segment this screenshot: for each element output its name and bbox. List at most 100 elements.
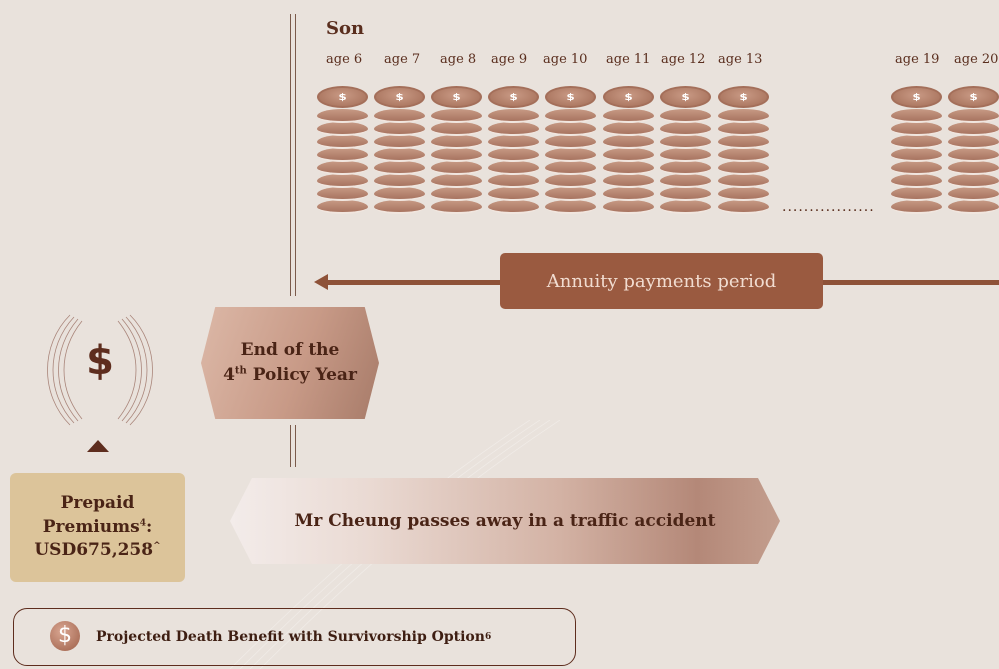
dollar-icon: $	[86, 338, 114, 384]
coin-layer	[374, 174, 425, 188]
coin-top-icon: $	[317, 86, 368, 108]
coin-layer	[718, 200, 769, 214]
coin-layer	[891, 148, 942, 162]
coin-layer	[603, 109, 654, 123]
coin-layer	[374, 200, 425, 214]
milestone-line2: 4th Policy Year	[223, 363, 357, 388]
dollar-swirl-icon: $	[30, 305, 170, 435]
coin-layer	[891, 109, 942, 123]
coin-layer	[317, 174, 368, 188]
coin-layer	[374, 161, 425, 175]
coin-layer	[374, 187, 425, 201]
coin-layer	[660, 109, 711, 123]
age-label: age 7	[384, 52, 421, 67]
coin-layer	[488, 135, 539, 149]
coin-layer	[603, 187, 654, 201]
coin-layer	[545, 174, 596, 188]
prepaid-line2: Premiums4:	[10, 516, 185, 540]
coin-layer	[718, 187, 769, 201]
coin-layer	[545, 148, 596, 162]
coin-layer	[948, 187, 999, 201]
triangle-up-icon	[87, 440, 109, 452]
coin-stack: $	[718, 86, 769, 214]
coin-layer	[545, 135, 596, 149]
coin-layer	[431, 148, 482, 162]
age-label: age 6	[326, 52, 363, 67]
coin-layer	[948, 148, 999, 162]
milestone-ordinal-suffix: th	[234, 365, 247, 377]
coin-layer	[948, 109, 999, 123]
coin-top-icon: $	[374, 86, 425, 108]
timeline-divider-right	[295, 14, 296, 296]
timeline-divider-right-lower	[295, 425, 296, 467]
coin-layer	[603, 148, 654, 162]
coin-stack: $	[317, 86, 368, 214]
coin-layer	[718, 109, 769, 123]
son-heading: Son	[326, 18, 365, 39]
coin-layer	[948, 200, 999, 214]
coin-layer	[317, 122, 368, 136]
coin-layer	[545, 109, 596, 123]
prepaid-amount-line: USD675,258^	[10, 539, 185, 563]
coin-layer	[948, 135, 999, 149]
coin-layer	[603, 200, 654, 214]
coin-layer	[660, 122, 711, 136]
coin-layer	[718, 161, 769, 175]
coin-layer	[603, 174, 654, 188]
coin-top-icon: $	[948, 86, 999, 108]
coin-dollar-glyph: $	[969, 91, 978, 103]
age-label: age 19	[895, 52, 940, 67]
age-label: age 13	[718, 52, 763, 67]
age-label: age 11	[606, 52, 651, 67]
coin-stack: $	[948, 86, 999, 214]
coin-layer	[374, 148, 425, 162]
annuity-period-label: Annuity payments period	[500, 253, 823, 309]
coin-layer	[488, 174, 539, 188]
prepaid-amount: USD675,258	[34, 540, 154, 561]
coin-dollar-glyph: $	[566, 91, 575, 103]
coin-layer	[545, 161, 596, 175]
coin-stack: $	[891, 86, 942, 214]
age-label: age 9	[491, 52, 528, 67]
prepaid-line1: Prepaid	[60, 492, 135, 513]
coin-stack: $	[660, 86, 711, 214]
coin-layer	[603, 161, 654, 175]
coin-layer	[891, 174, 942, 188]
coin-layer	[317, 135, 368, 149]
timeline-divider-left-lower	[290, 425, 291, 467]
coin-top-icon: $	[718, 86, 769, 108]
coin-top-icon: $	[545, 86, 596, 108]
coin-layer	[317, 109, 368, 123]
footnote-ref: 4	[139, 517, 146, 528]
coin-layer	[718, 135, 769, 149]
footnote-ref: 6	[484, 632, 492, 642]
coin-top-icon: $	[431, 86, 482, 108]
age-label: age 20	[954, 52, 999, 67]
coin-layer	[431, 135, 482, 149]
coin-stack: $	[603, 86, 654, 214]
age-label: age 10	[543, 52, 588, 67]
premiums-label: Premiums	[42, 516, 140, 537]
coin-dollar-glyph: $	[681, 91, 690, 103]
coin-layer	[374, 135, 425, 149]
coin-layer	[718, 148, 769, 162]
coin-layer	[603, 135, 654, 149]
coin-dollar-glyph: $	[452, 91, 461, 103]
colon: :	[145, 516, 153, 537]
coin-layer	[374, 109, 425, 123]
ellipsis-dots: .................	[782, 199, 875, 215]
coin-stack: $	[374, 86, 425, 214]
coin-layer	[545, 200, 596, 214]
coin-layer	[891, 161, 942, 175]
coin-layer	[948, 161, 999, 175]
policy-year-milestone: End of the 4th Policy Year	[201, 307, 379, 419]
projected-label: Projected Death Benefit with Survivorshi…	[96, 629, 485, 645]
coin-layer	[660, 135, 711, 149]
coin-layer	[891, 200, 942, 214]
coin-layer	[431, 174, 482, 188]
prepaid-premiums-box: Prepaid Premiums4: USD675,258^	[10, 473, 185, 582]
coin-layer	[891, 187, 942, 201]
projected-death-benefit-box: Projected Death Benefit with Survivorshi…	[13, 608, 576, 666]
coin-stack: $	[431, 86, 482, 214]
coin-dollar-glyph: $	[739, 91, 748, 103]
